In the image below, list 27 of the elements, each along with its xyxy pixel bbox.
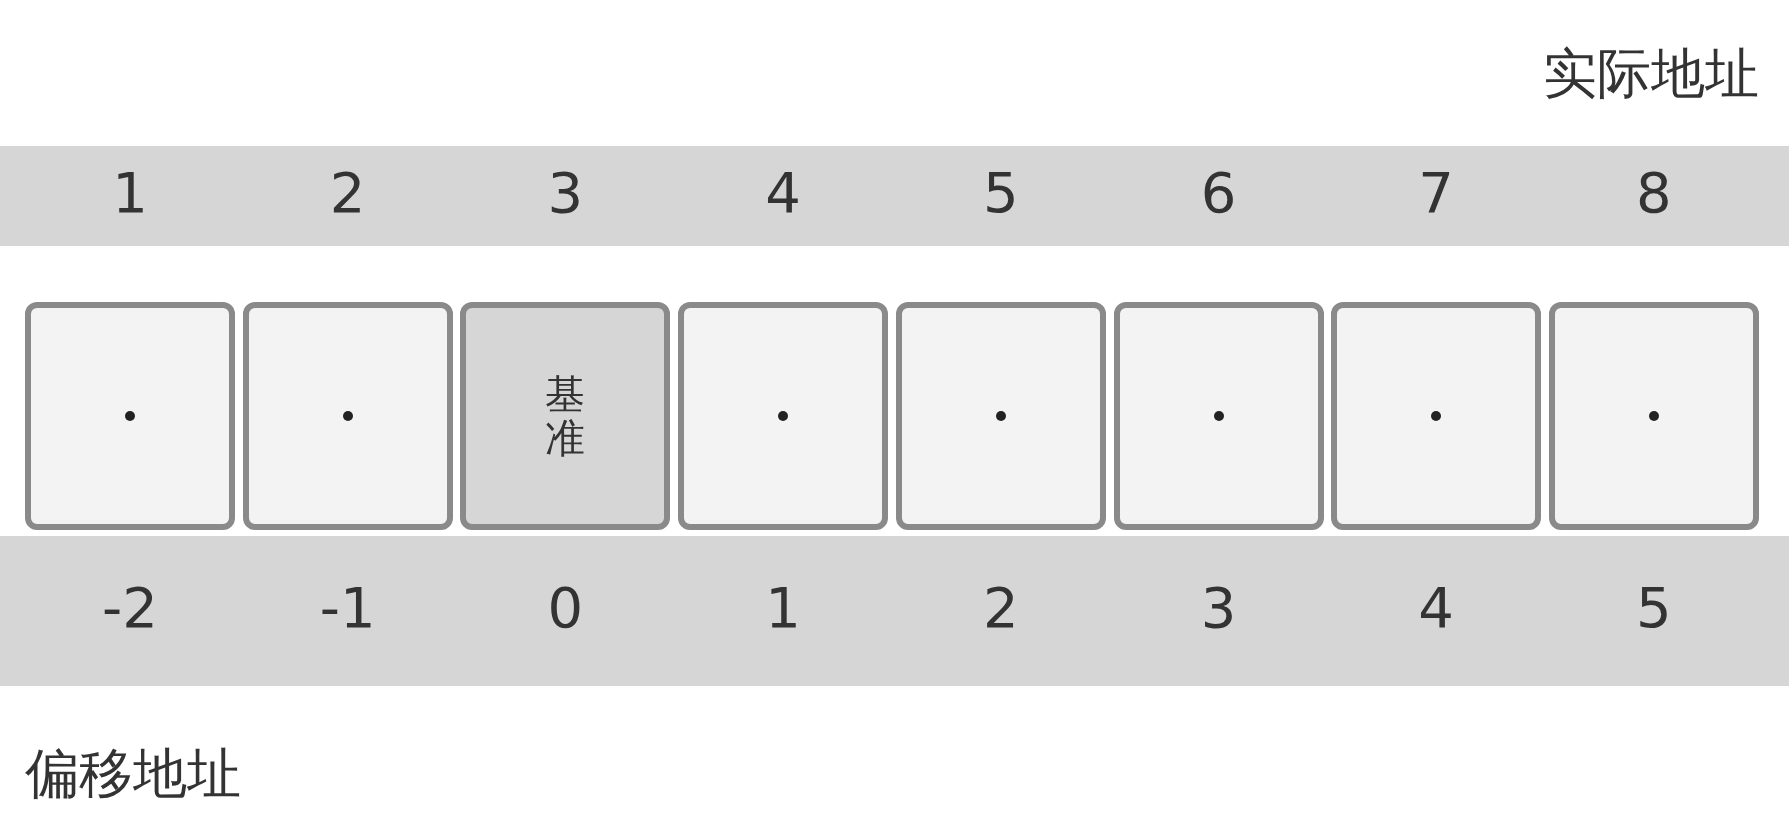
cell-label: 基准: [545, 372, 586, 460]
axis-title: 实际地址: [1543, 41, 1759, 107]
base-cell: [460, 302, 671, 530]
memory-cell: [25, 302, 235, 530]
offset-number: 1: [765, 575, 801, 640]
offset-number: -2: [102, 575, 158, 640]
memory-cell: [1331, 302, 1542, 530]
memory-cell: [895, 302, 1106, 530]
offset-number: 3: [1200, 575, 1237, 640]
memory-cell: [1548, 302, 1759, 530]
memory-cell: [1113, 302, 1324, 530]
axis-title: 偏移地址: [25, 741, 241, 807]
address-number: 6: [1200, 160, 1237, 225]
address-number: 2: [329, 160, 366, 225]
address-number: 8: [1636, 160, 1672, 225]
address-number: 4: [765, 160, 801, 225]
offset-number: 5: [1636, 575, 1672, 640]
address-number: 1: [112, 160, 148, 225]
offset-number: 4: [1418, 575, 1454, 640]
offset-number: -1: [319, 575, 376, 640]
memory-cell: [242, 302, 453, 530]
offset-number: 2: [983, 575, 1019, 640]
offset-number: 0: [547, 575, 584, 640]
address-number: 7: [1418, 160, 1454, 225]
address-number: 3: [547, 160, 584, 225]
address-number: 5: [983, 160, 1019, 225]
memory-cell: [678, 302, 889, 530]
